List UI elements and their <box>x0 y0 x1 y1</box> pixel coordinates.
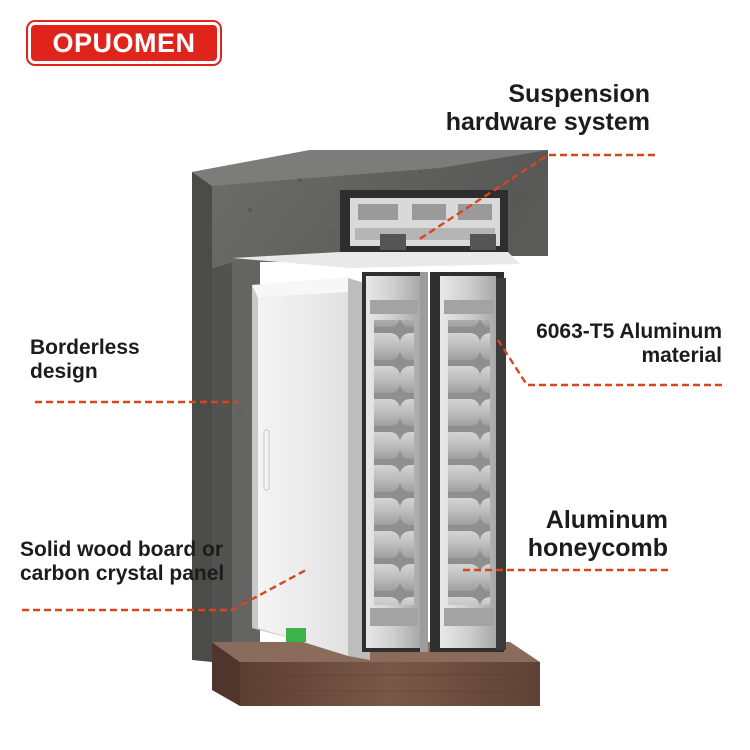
label-borderless: Borderless design <box>30 336 140 383</box>
label-honeycomb: Aluminum honeycomb <box>528 506 668 562</box>
label-suspension-line2: hardware system <box>445 108 650 136</box>
door-panel <box>252 278 370 660</box>
brand-name: OPUOMEN <box>52 27 196 58</box>
label-panel-line1: Solid wood board or <box>20 538 223 561</box>
label-borderless-line2: design <box>30 359 98 383</box>
label-aluminum-material-line2: material <box>641 343 722 367</box>
label-aluminum-material-line1: 6063-T5 Aluminum <box>536 320 722 343</box>
leader-lines <box>22 153 722 612</box>
label-honeycomb-line2: honeycomb <box>527 534 668 562</box>
label-panel: Solid wood board or carbon crystal panel <box>20 538 224 585</box>
label-borderless-line1: Borderless <box>30 336 140 359</box>
label-honeycomb-line1: Aluminum <box>545 506 668 534</box>
top-track <box>232 190 520 268</box>
brand-logo: OPUOMEN <box>28 22 220 64</box>
label-suspension: Suspension hardware system <box>446 80 650 136</box>
label-suspension-line1: Suspension <box>508 80 650 108</box>
leader-panel <box>22 568 307 612</box>
leader-suspension <box>417 153 655 242</box>
label-panel-line2: carbon crystal panel <box>20 561 225 585</box>
honeycomb-section-right <box>430 272 506 652</box>
honeycomb-section-left <box>362 272 428 652</box>
label-aluminum-material: 6063-T5 Aluminum material <box>536 320 722 367</box>
